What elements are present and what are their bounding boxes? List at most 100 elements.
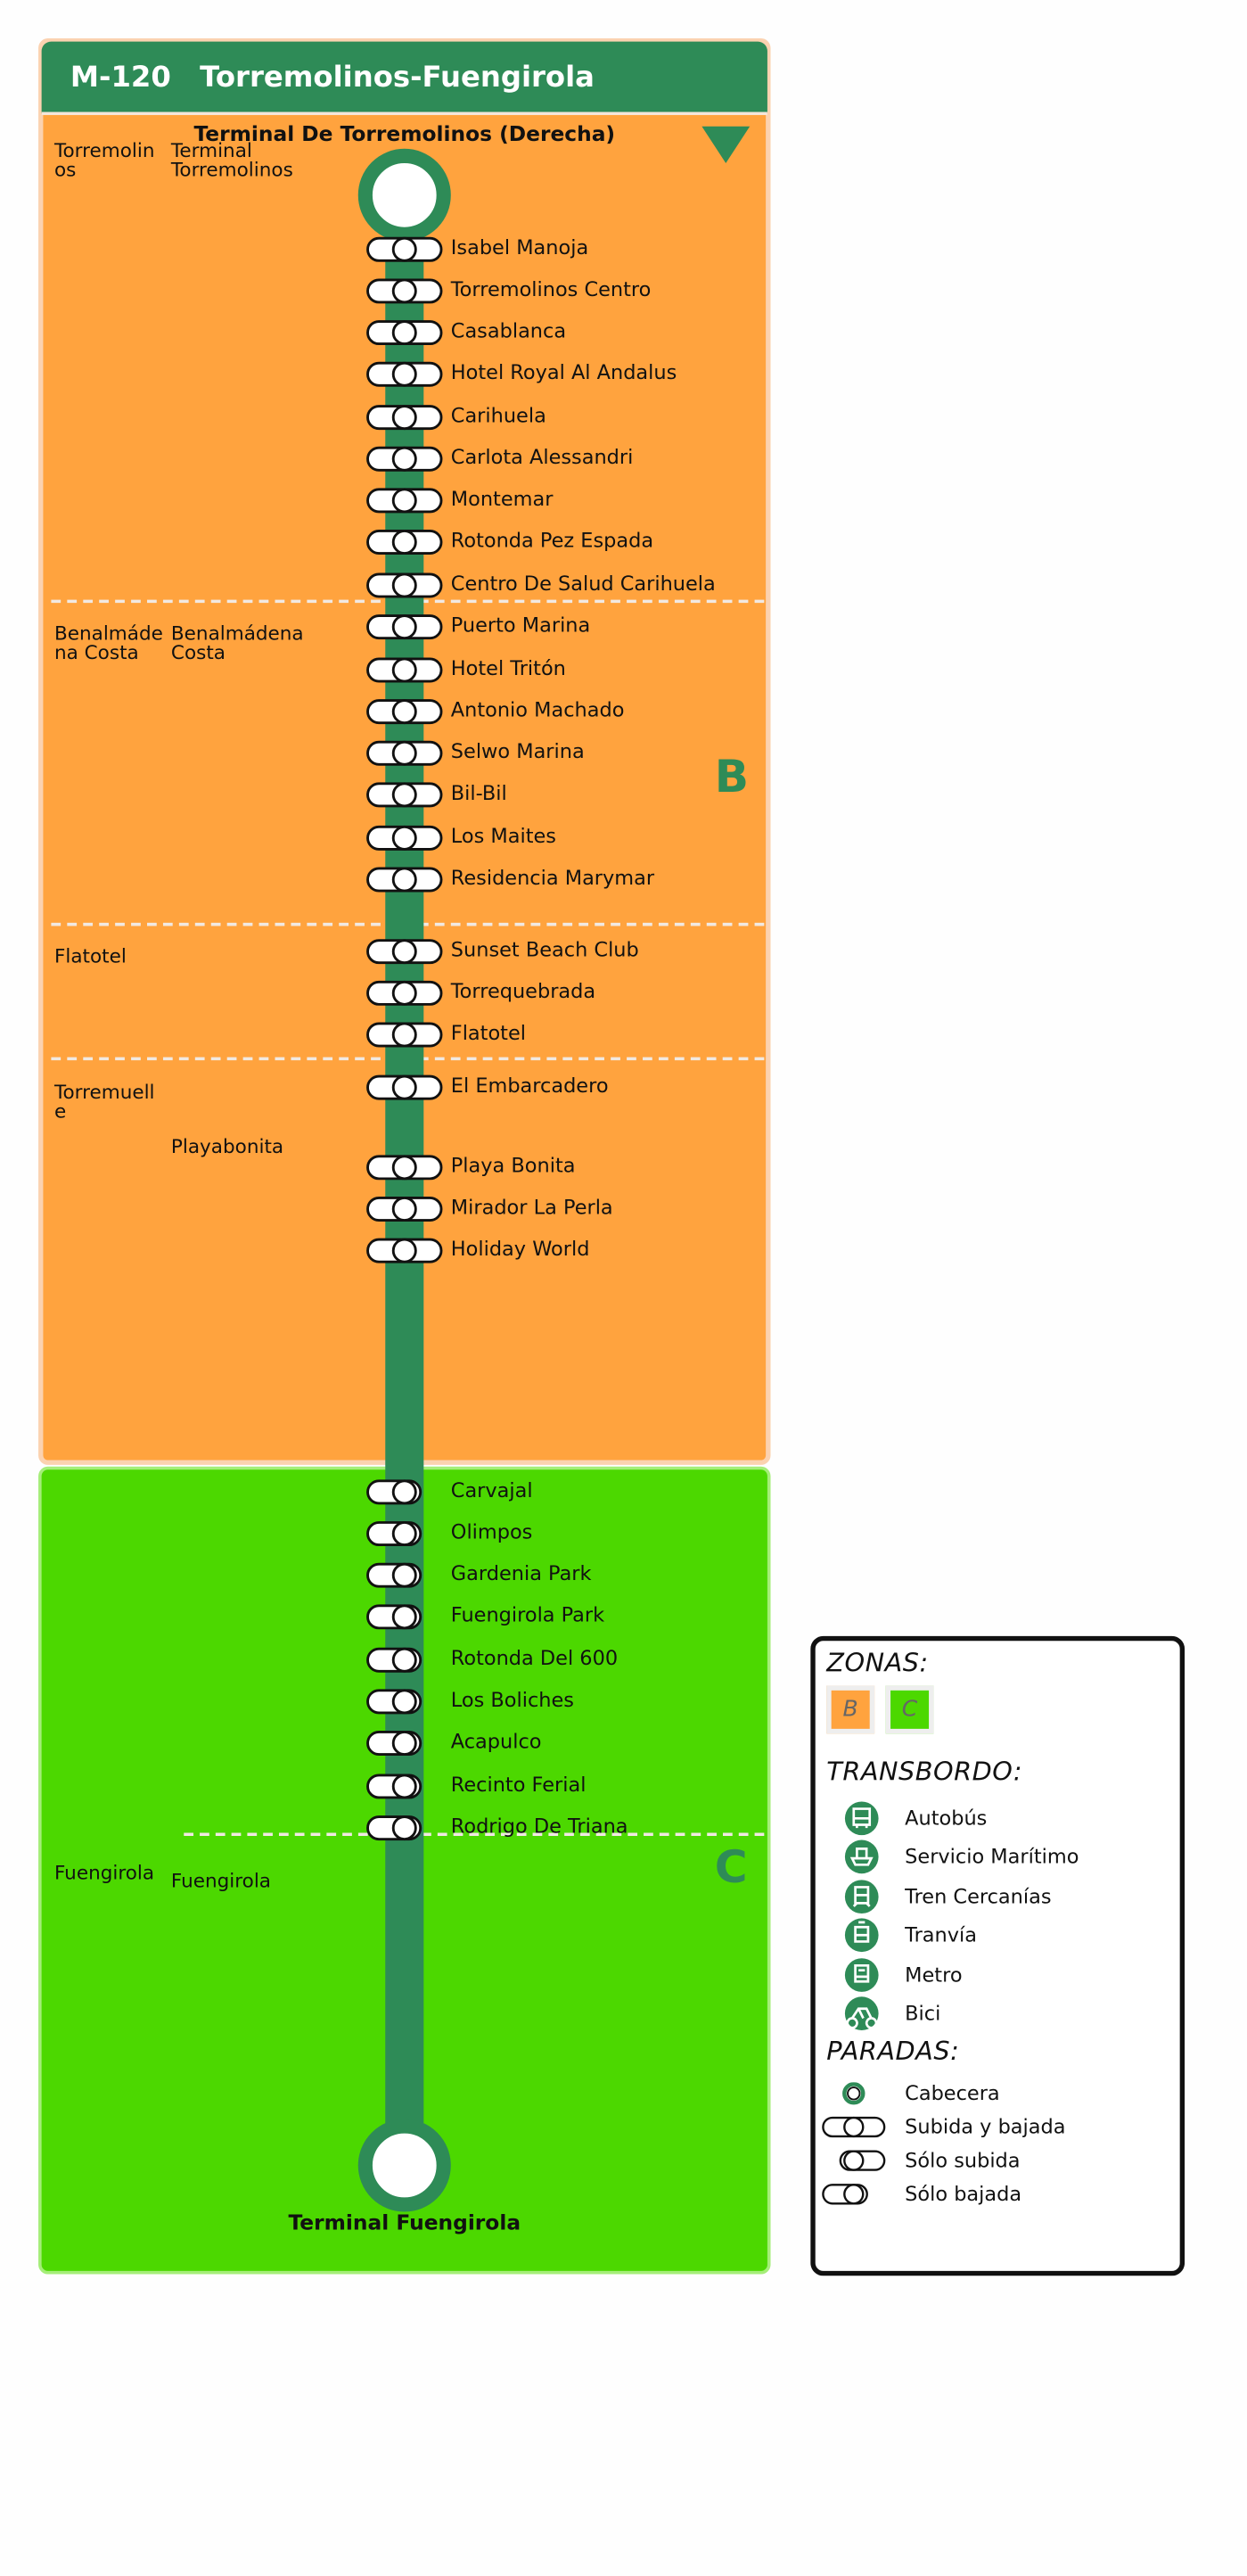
stop-name: Gardenia Park	[450, 1560, 592, 1585]
line-code: M-120	[70, 60, 171, 94]
stop-name: Carvajal	[450, 1477, 533, 1502]
stop-marker-icon	[366, 1155, 443, 1181]
stop-marker-icon	[366, 278, 443, 304]
stop-marker-icon	[366, 867, 443, 893]
stop-name: Playa Bonita	[450, 1153, 576, 1178]
stop-marker-alight-only	[366, 1647, 443, 1673]
stop-name: Antonio Machado	[450, 697, 625, 721]
stop-type-alight-icon	[822, 2181, 886, 2211]
stop-marker-icon	[366, 530, 443, 556]
municipality-name: Torremuelle	[53, 1081, 155, 1123]
stop-marker-icon	[366, 446, 443, 472]
line-name: Torremolinos-Fuengirola	[200, 60, 595, 94]
stop-marker-board-alight	[366, 320, 443, 346]
legend-transfer-item: Metro	[816, 1957, 1180, 1992]
stop-name: Recinto Ferial	[450, 1772, 587, 1797]
legend-stops-title: PARADAS:	[826, 2036, 960, 2067]
stop-marker-board-alight	[366, 867, 443, 893]
stop-marker-board-alight	[366, 405, 443, 431]
legend-transfer-item: Tranvía	[816, 1918, 1180, 1953]
stop-marker-icon	[366, 405, 443, 431]
stop-name: Hotel Tritón	[450, 655, 566, 680]
legend-stop-type-item: Subida y bajada	[816, 2110, 1180, 2144]
stop-marker-icon	[366, 1238, 443, 1263]
municipality-divider	[184, 1832, 765, 1837]
stop-marker-board-alight	[366, 278, 443, 304]
stop-marker-alight-only	[366, 1562, 443, 1588]
stop-marker-board-alight	[366, 614, 443, 640]
stop-marker-icon	[366, 1647, 423, 1673]
stop-name: Bil-Bil	[450, 780, 507, 805]
legend-transfer-title: TRANSBORDO:	[826, 1756, 1023, 1787]
stop-marker-board-alight	[366, 980, 443, 1006]
stop-marker-board-alight	[366, 782, 443, 808]
stop-type-symbol	[839, 2150, 886, 2171]
stop-marker-board-alight	[366, 1074, 443, 1100]
metro-icon	[842, 1957, 881, 1992]
stop-marker-board-alight	[366, 530, 443, 556]
legend-transfer-label: Bici	[905, 2000, 941, 2025]
stop-name: Fuengirola Park	[450, 1602, 605, 1627]
stop-marker-board-alight	[366, 1196, 443, 1222]
stop-marker-board-alight	[366, 1155, 443, 1181]
stop-marker-icon	[366, 980, 443, 1006]
stop-name: Casablanca	[450, 317, 567, 342]
stop-name: Rotonda Del 600	[450, 1645, 619, 1670]
stop-marker-icon	[366, 361, 443, 387]
stop-marker-board-alight	[366, 740, 443, 766]
legend-stop-type-item: Cabecera	[816, 2076, 1180, 2111]
locality-name: Terminal Torremolinos	[170, 139, 293, 181]
stop-name: Centro De Salud Carihuela	[450, 571, 716, 596]
stop-marker-alight-only	[366, 1604, 443, 1630]
bus-icon	[842, 1801, 881, 1836]
locality-name: Playabonita	[170, 1135, 284, 1158]
stop-name: Holiday World	[450, 1236, 590, 1261]
legend-zone-c-swatch: C	[885, 1685, 934, 1734]
direction-arrow-icon	[701, 126, 751, 163]
stop-marker-alight-only	[366, 1521, 443, 1547]
ferry-icon	[842, 1839, 881, 1874]
legend-transfer-label: Autobús	[905, 1805, 988, 1830]
stop-name: Acapulco	[450, 1728, 542, 1753]
stop-marker-board-alight	[366, 488, 443, 514]
stop-type-symbol	[842, 2082, 866, 2105]
stop-marker-board-alight	[366, 361, 443, 387]
stop-marker-icon	[366, 657, 443, 683]
stop-marker-icon	[366, 320, 443, 346]
stop-marker-icon	[366, 1196, 443, 1222]
stop-name: Hotel Royal Al Andalus	[450, 359, 677, 384]
origin-terminal-stop[interactable]	[357, 148, 451, 242]
stop-marker-board-alight	[366, 939, 443, 965]
stop-marker-board-alight	[366, 1022, 443, 1048]
stop-marker-icon	[366, 1521, 423, 1547]
stop-type-both-icon	[822, 2114, 886, 2144]
legend-transfer-item: Autobús	[816, 1801, 1180, 1836]
stop-marker-icon	[366, 1604, 423, 1630]
destination-terminal-stop[interactable]	[357, 2119, 451, 2212]
stop-name: Rotonda Pez Espada	[450, 527, 654, 552]
stop-marker-icon	[366, 488, 443, 514]
stop-marker-icon	[366, 782, 443, 808]
stop-name: Olimpos	[450, 1518, 533, 1543]
legend-stop-type-label: Sólo subida	[905, 2147, 1021, 2172]
locality-name: Fuengirola	[170, 1869, 272, 1892]
stop-marker-board-alight	[366, 236, 443, 262]
legend-transfer-label: Servicio Marítimo	[905, 1844, 1079, 1869]
stop-name: Montemar	[450, 486, 554, 511]
stop-marker-alight-only	[366, 1689, 443, 1715]
stop-marker-alight-only	[366, 1815, 443, 1841]
legend-transfer-item: Servicio Marítimo	[816, 1839, 1180, 1874]
legend-stop-type-label: Subida y bajada	[905, 2114, 1066, 2139]
stop-marker-board-alight	[366, 572, 443, 598]
locality-name: Benalmádena Costa	[170, 621, 304, 664]
legend-transfer-label: Tranvía	[905, 1922, 977, 1947]
legend-stop-type-item: Sólo bajada	[816, 2177, 1180, 2211]
stop-name: Los Maites	[450, 823, 557, 848]
stop-name: Carlota Alessandri	[450, 444, 634, 469]
stop-name: Rodrigo De Triana	[450, 1813, 628, 1838]
tram-icon	[842, 1918, 881, 1953]
stop-name: Mirador La Perla	[450, 1194, 613, 1219]
zone-letter-c: C	[714, 1840, 748, 1894]
stop-name: Selwo Marina	[450, 738, 585, 763]
